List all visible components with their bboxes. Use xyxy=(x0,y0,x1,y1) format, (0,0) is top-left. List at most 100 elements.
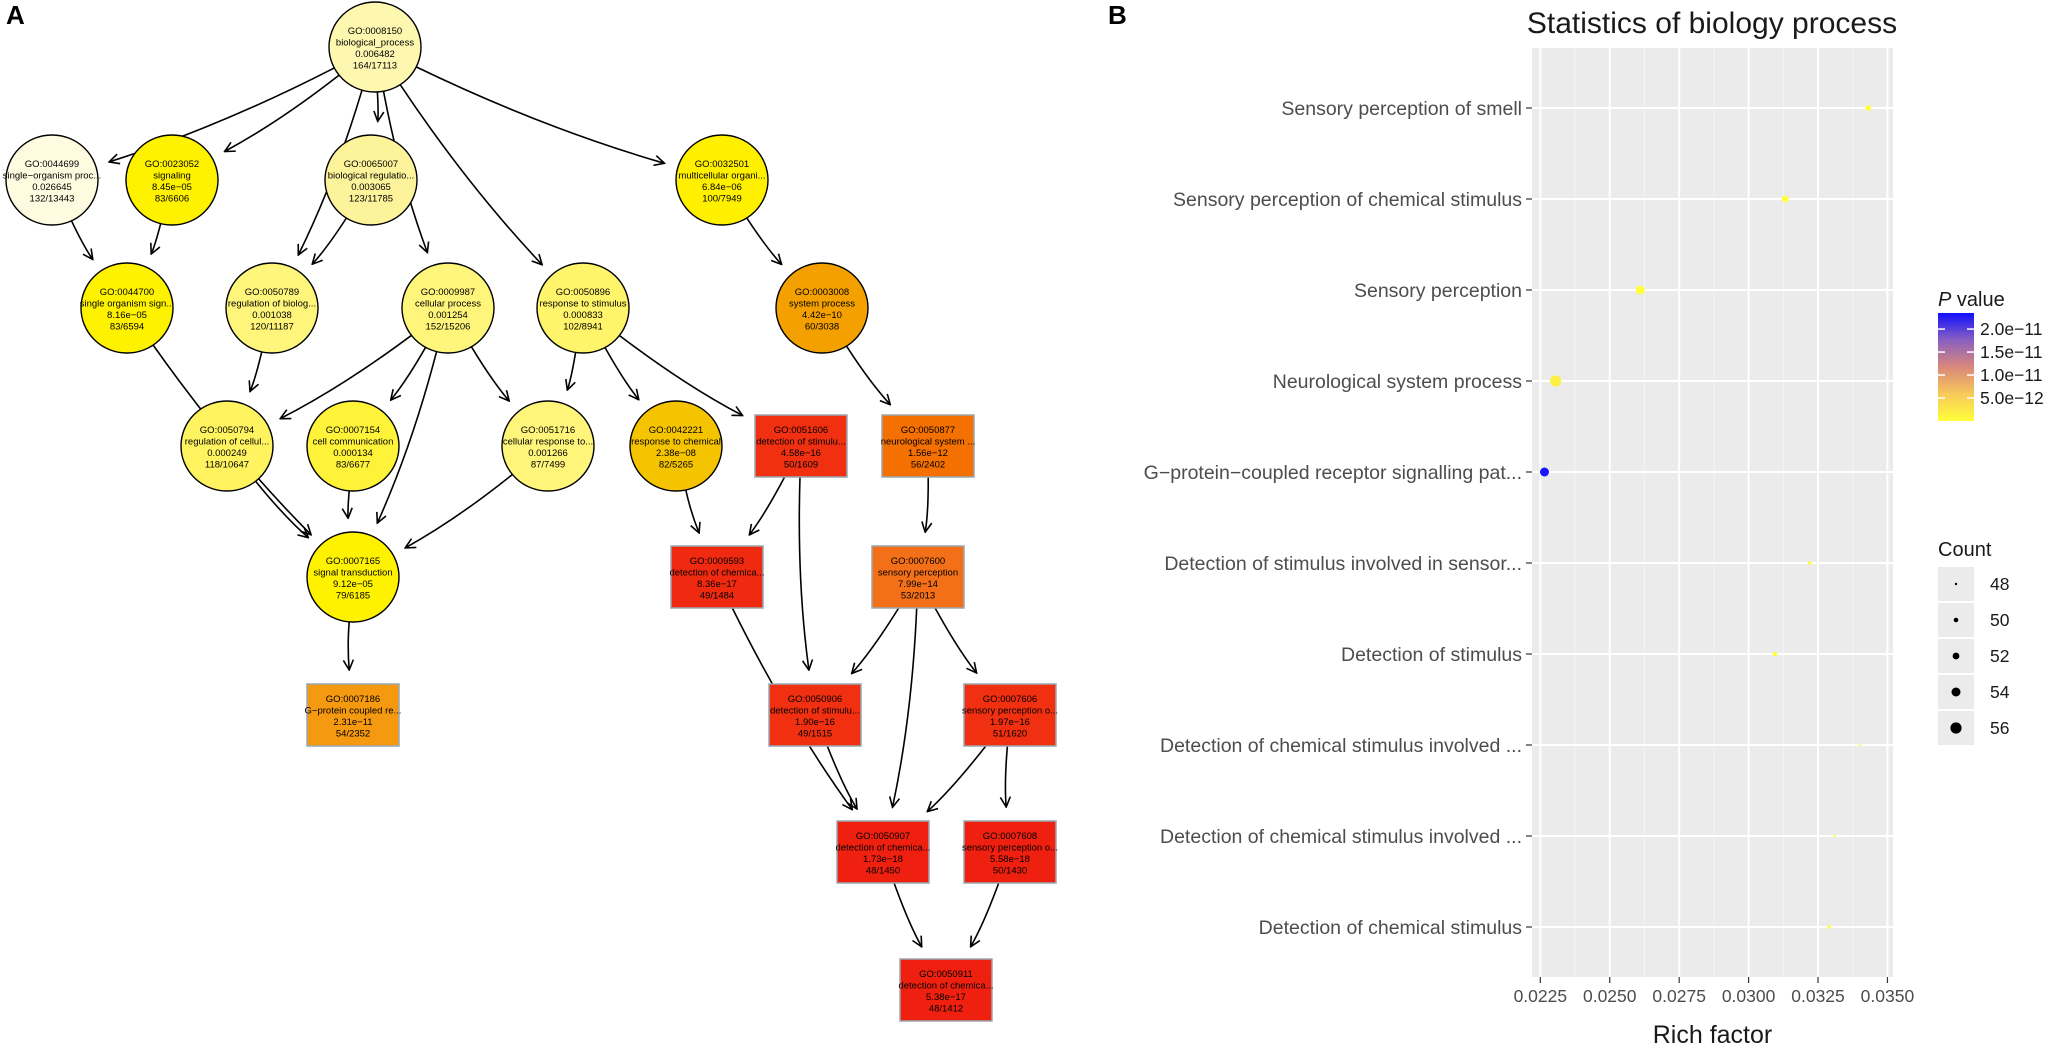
go-node-ratio: 83/6606 xyxy=(155,194,189,205)
colorbar-label: 2.0e−11 xyxy=(1980,319,2042,339)
chart-title: Statistics of biology process xyxy=(1527,7,1897,40)
graph-edge xyxy=(151,223,162,254)
category-label: Sensory perception of chemical stimulus xyxy=(1173,189,1522,211)
go-node-name: sensory perception o... xyxy=(962,706,1058,717)
panel-b-letter: B xyxy=(1108,0,1127,30)
go-node-pvalue: 1.73e−18 xyxy=(863,854,903,865)
graph-edge xyxy=(405,473,513,548)
colorbar-label: 1.5e−11 xyxy=(1980,342,2042,362)
go-node-name: biological_process xyxy=(336,38,414,49)
go-node-name: sensory perception o... xyxy=(962,843,1058,854)
go-node-box xyxy=(963,820,1057,884)
go-node-box xyxy=(871,545,965,609)
go-node-ratio: 82/5265 xyxy=(659,460,693,471)
size-legend-label: 54 xyxy=(1990,682,2010,702)
panel-a-letter: A xyxy=(6,0,25,30)
go-node-ratio: 54/2352 xyxy=(336,729,370,740)
graph-edge xyxy=(971,882,1000,947)
go-node-id: GO:0065007 xyxy=(344,159,398,170)
go-node-ratio: 48/1450 xyxy=(866,866,900,877)
size-legend-dot xyxy=(1951,687,1961,697)
go-node-id: GO:0051606 xyxy=(774,425,828,436)
size-legend-label: 50 xyxy=(1990,610,2010,630)
go-node-name: regulation of cellul... xyxy=(185,437,270,448)
go-node-id: GO:0050906 xyxy=(788,694,842,705)
go-node-ellipse xyxy=(401,262,495,354)
go-node-ratio: 50/1430 xyxy=(993,866,1027,877)
data-point xyxy=(1827,925,1831,929)
go-node-ratio: 102/8941 xyxy=(563,322,603,333)
graph-edge xyxy=(798,476,809,670)
size-legend-label: 56 xyxy=(1990,718,2009,738)
colorbar-label: 1.0e−11 xyxy=(1980,365,2042,385)
go-node-box xyxy=(768,683,862,747)
go-node-ratio: 50/1609 xyxy=(784,460,818,471)
graph-edge xyxy=(391,346,427,400)
go-node-id: GO:0009987 xyxy=(421,287,475,298)
go-node-id: GO:0007606 xyxy=(983,694,1037,705)
graph-edge xyxy=(567,352,577,390)
go-node-name: system process xyxy=(789,299,855,310)
go-node-box xyxy=(899,958,993,1022)
x-tick-label: 0.0225 xyxy=(1514,986,1568,1006)
size-legend-dot xyxy=(1950,722,1962,734)
go-node-box xyxy=(836,820,930,884)
graph-edge xyxy=(399,84,542,265)
pvalue-colorbar xyxy=(1938,313,1974,421)
x-tick-label: 0.0300 xyxy=(1722,986,1776,1006)
go-graph-edges xyxy=(70,66,1008,947)
go-node-id: GO:0007608 xyxy=(983,831,1037,842)
graph-edge xyxy=(415,66,664,163)
graph-edge xyxy=(70,220,93,260)
go-node-name: signaling xyxy=(153,171,191,182)
go-node-pvalue: 4.58e−16 xyxy=(781,448,821,459)
go-node-pvalue: 1.97e−16 xyxy=(990,717,1030,728)
go-node-ratio: 51/1620 xyxy=(993,729,1027,740)
go-node-ellipse xyxy=(501,400,595,492)
go-node-ratio: 87/7499 xyxy=(531,460,565,471)
graph-edge xyxy=(893,607,918,807)
go-node-ratio: 60/3038 xyxy=(805,322,839,333)
go-term-node: GO:0008150biological_process0.006482164/… xyxy=(328,1,422,93)
go-node-name: sensory perception xyxy=(878,568,958,579)
go-node-ellipse xyxy=(629,400,723,492)
go-node-name: detection of chemica... xyxy=(835,843,930,854)
graph-edge xyxy=(604,347,639,400)
go-node-id: GO:0042221 xyxy=(649,425,703,436)
go-node-id: GO:0008150 xyxy=(348,26,402,37)
go-node-ratio: 49/1515 xyxy=(798,729,832,740)
go-node-pvalue: 4.42e−10 xyxy=(802,310,842,321)
go-node-ellipse xyxy=(5,134,99,226)
graph-edge xyxy=(746,217,782,265)
graph-edge xyxy=(826,745,857,809)
graph-edge xyxy=(470,346,509,401)
go-node-name: G−protein coupled re... xyxy=(305,706,402,717)
go-node-name: single organism sign... xyxy=(80,299,175,310)
graph-edge xyxy=(685,489,699,533)
go-node-pvalue: 1.56e−12 xyxy=(908,448,948,459)
graph-edge xyxy=(348,621,349,670)
x-tick-label: 0.0350 xyxy=(1861,986,1915,1006)
go-node-ellipse xyxy=(180,400,274,492)
go-node-ratio: 83/6594 xyxy=(110,322,144,333)
go-node-name: single−organism proc... xyxy=(3,171,101,182)
count-legend-title: Count xyxy=(1938,539,1992,561)
go-node-ellipse xyxy=(225,262,319,354)
data-point xyxy=(1635,285,1645,295)
go-node-id: GO:0050794 xyxy=(200,425,254,436)
graph-edge xyxy=(377,91,378,122)
graph-edge xyxy=(925,476,928,532)
go-node-ratio: 48/1412 xyxy=(929,1004,963,1015)
graph-edge xyxy=(845,345,891,405)
go-node-pvalue: 0.001254 xyxy=(428,310,468,321)
data-point xyxy=(1833,834,1836,838)
